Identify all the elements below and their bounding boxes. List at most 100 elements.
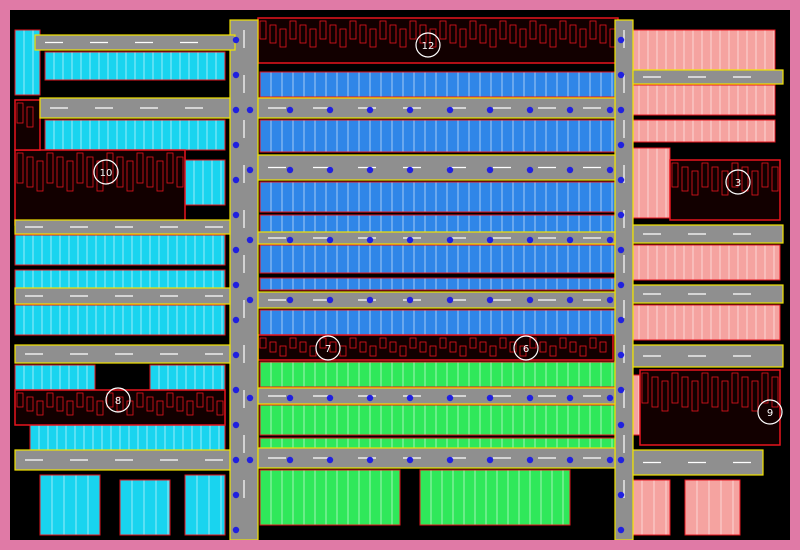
core-room-block-middle-room — [379, 337, 387, 349]
green-row-fill — [260, 405, 615, 435]
core-room-block-left-room — [46, 152, 54, 184]
core-room-block-left-low-room — [56, 396, 64, 412]
core-room-block-middle-room — [429, 345, 437, 357]
green-row — [259, 361, 616, 388]
column-marker — [232, 316, 240, 324]
core-room-block-left — [14, 149, 186, 226]
core-room-block-right-room — [671, 162, 679, 188]
column-marker — [406, 394, 414, 402]
core-room-block-top-room — [319, 20, 327, 40]
drive-aisle — [632, 344, 784, 368]
core-room-block-left-room — [176, 156, 184, 188]
core-room-block-left-low-room — [206, 396, 214, 412]
zone-label: 10 — [93, 159, 119, 185]
core-room-block-left-low-room — [216, 400, 224, 416]
zone-label-ring — [415, 32, 441, 58]
core-room-block-right-low-room — [661, 380, 669, 412]
core-room-block-top-room — [349, 20, 357, 40]
column-marker — [617, 36, 625, 44]
cyan-row-outline — [14, 234, 226, 266]
cyan-row-fill — [120, 480, 170, 535]
core-room-block-right-room — [761, 162, 769, 188]
column-marker — [486, 456, 494, 464]
zone-label: 6 — [513, 335, 539, 361]
core-room-block-middle-room — [459, 345, 467, 357]
drive-aisle — [14, 287, 231, 305]
core-room-block-top-room — [529, 20, 537, 40]
core-room-block-top-room — [329, 24, 337, 44]
core-room-block-left-room — [86, 156, 94, 188]
drive-aisle-edge — [257, 447, 616, 469]
core-room-block-middle-room — [559, 337, 567, 349]
green-row — [259, 469, 401, 526]
pink-row-fill — [630, 480, 670, 535]
column-marker — [566, 456, 574, 464]
pink-row-fill — [630, 148, 670, 218]
column-marker — [566, 296, 574, 304]
column-marker — [366, 456, 374, 464]
column-marker — [406, 236, 414, 244]
column-marker — [326, 394, 334, 402]
core-room-block-top-room — [429, 28, 437, 48]
core-room-block-left-low-room — [66, 400, 74, 416]
core-room-block-right-low-room — [721, 380, 729, 412]
drive-aisle-edge — [14, 287, 231, 305]
core-room-block-top-room — [299, 24, 307, 44]
drive-aisle — [257, 154, 616, 181]
core-room-block-middle-room — [589, 337, 597, 349]
column-marker — [326, 236, 334, 244]
column-marker — [617, 71, 625, 79]
drive-aisle-edge — [632, 224, 784, 244]
core-room-block-right-room — [771, 166, 779, 192]
zone-label-ring — [757, 399, 783, 425]
zone-label-text: 7 — [325, 344, 331, 355]
pink-row — [684, 479, 741, 536]
drive-aisle-edge — [632, 344, 784, 368]
column-marker — [366, 394, 374, 402]
drive-aisle — [34, 34, 236, 51]
column-marker — [617, 281, 625, 289]
column-marker — [232, 211, 240, 219]
column-marker — [406, 296, 414, 304]
column-marker — [617, 316, 625, 324]
column-marker — [366, 166, 374, 174]
green-row-fill — [260, 470, 400, 525]
column-marker — [617, 351, 625, 359]
core-room-block-middle-room — [419, 341, 427, 353]
column-marker — [406, 106, 414, 114]
drive-aisle-edge — [632, 449, 764, 476]
core-room-block-top-room — [569, 24, 577, 44]
zone-label-text: 10 — [100, 168, 113, 179]
column-marker — [286, 106, 294, 114]
core-room-block-middle-room — [349, 337, 357, 349]
column-marker — [526, 106, 534, 114]
column-marker — [486, 394, 494, 402]
drive-aisle-vertical-left — [229, 19, 259, 540]
drive-aisle-surface — [633, 70, 783, 84]
core-room-block-top-room — [449, 24, 457, 44]
column-marker — [232, 246, 240, 254]
column-marker — [617, 491, 625, 499]
blue-row-fill — [260, 72, 615, 97]
cyan-row — [14, 364, 96, 391]
core-room-block-top-room — [579, 28, 587, 48]
core-room-block-right-low-room — [731, 372, 739, 404]
drive-aisle-edge — [39, 97, 231, 119]
core-room-block-top-room — [509, 24, 517, 44]
core-room-block-right-room — [711, 166, 719, 192]
column-marker — [326, 166, 334, 174]
drive-aisle-vertical-left-edge — [229, 19, 259, 540]
core-room-block-middle-room — [549, 345, 557, 357]
core-room-block-top-room — [279, 28, 287, 48]
pink-row-outline — [684, 479, 741, 536]
core-room-block-left-room — [116, 156, 124, 188]
zone-label: 12 — [415, 32, 441, 58]
core-room-block-middle-room — [449, 341, 457, 353]
core-room-block-middle-room — [399, 345, 407, 357]
core-room-block-top-room — [419, 24, 427, 44]
core-room-block-middle-room — [539, 341, 547, 353]
core-room-block-middle-room — [489, 345, 497, 357]
column-marker — [406, 456, 414, 464]
core-room-block-left-low-room — [116, 396, 124, 412]
